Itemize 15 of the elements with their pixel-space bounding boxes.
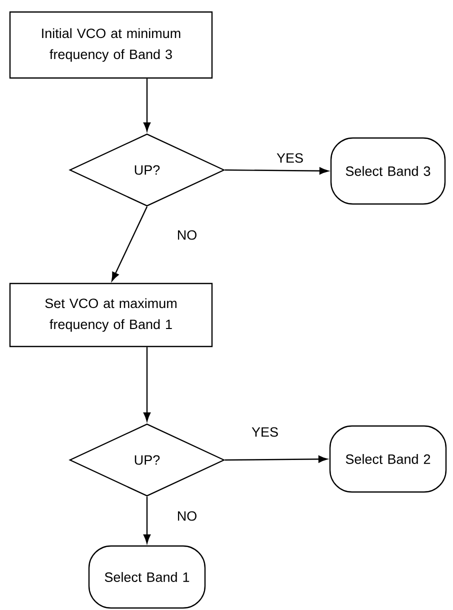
- arrow: [143, 347, 151, 422]
- arrow: [112, 206, 148, 282]
- edge-label: YES: [250, 426, 280, 438]
- edge-label: YES: [276, 152, 304, 164]
- arrow: [143, 78, 151, 132]
- terminal-box: Select Band 1: [88, 545, 206, 609]
- process-box: Initial VCO at minimum frequency of Band 3: [9, 11, 213, 79]
- edge-label: NO: [176, 229, 198, 241]
- edge-label: NO: [176, 510, 198, 522]
- arrow: [224, 456, 328, 463]
- process-box: Set VCO at maximum frequency of Band 1: [9, 282, 213, 348]
- terminal-box: Select Band 2: [329, 425, 447, 493]
- arrow: [224, 167, 328, 174]
- terminal-box: Select Band 3: [330, 137, 446, 205]
- arrow: [143, 496, 151, 544]
